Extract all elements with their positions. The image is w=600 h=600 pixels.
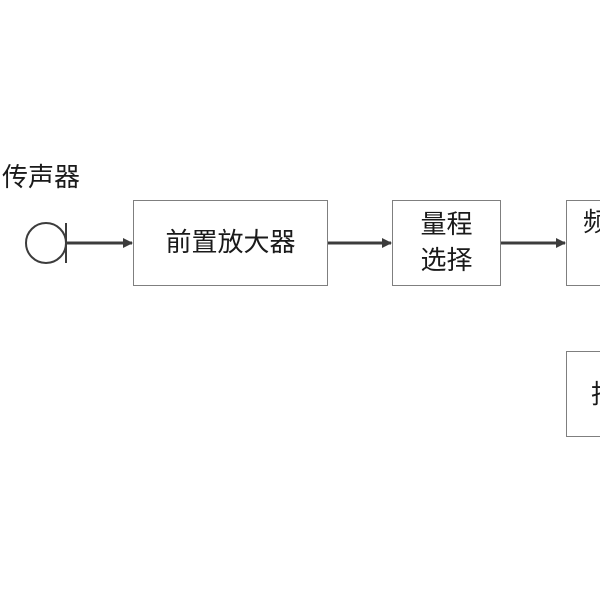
preamp-label: 前置放大器	[165, 228, 296, 258]
range-select-block: 量程 选择	[392, 200, 501, 286]
partial-block-top-label: 频	[583, 208, 600, 238]
partial-block-bottom-label: 指	[591, 377, 600, 413]
microphone-icon	[25, 222, 67, 264]
range-select-label-line2: 选择	[420, 246, 473, 276]
range-select-label-line1: 量程	[420, 210, 473, 240]
preamp-block: 前置放大器	[133, 200, 328, 286]
partial-block-top: 频	[566, 200, 600, 286]
partial-block-bottom: 指	[566, 351, 600, 437]
microphone-label: 传声器	[2, 163, 81, 193]
